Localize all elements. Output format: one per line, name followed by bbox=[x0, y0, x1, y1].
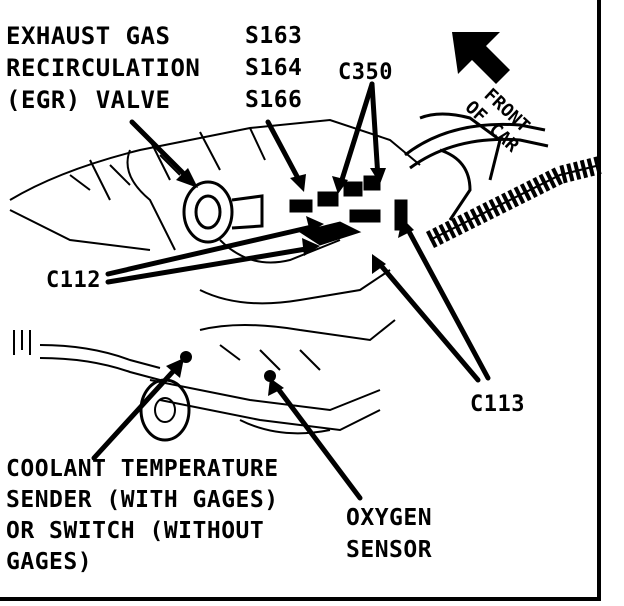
circuit-leader bbox=[265, 119, 303, 185]
coolant-label-line-2: SENDER (WITH GAGES) bbox=[6, 487, 279, 513]
oxygen-label-line-1: OXYGEN bbox=[346, 505, 433, 531]
coolant-sender-label: COOLANT TEMPERATURE SENDER (WITH GAGES) … bbox=[6, 454, 279, 578]
splice-label: S163 S164 S166 bbox=[245, 20, 302, 116]
c112-label: C112 bbox=[46, 268, 101, 293]
front-arrow-icon bbox=[452, 32, 510, 84]
coolant-label-line-3: OR SWITCH (WITHOUT bbox=[6, 518, 265, 544]
leader-lines bbox=[91, 81, 491, 501]
egr-valve-body bbox=[182, 180, 264, 244]
connector-cluster bbox=[289, 175, 408, 246]
egr-leader bbox=[129, 119, 193, 183]
c113-label: C113 bbox=[470, 392, 525, 417]
splice-s164: S164 bbox=[245, 55, 303, 81]
splice-s163: S163 bbox=[245, 23, 303, 49]
splice-s166: S166 bbox=[245, 87, 303, 113]
c350-leader-right bbox=[369, 81, 381, 181]
coolant-leader bbox=[91, 363, 181, 461]
c350-label: C350 bbox=[338, 60, 393, 85]
oxygen-leader bbox=[273, 383, 363, 501]
oxygen-sensor-label: OXYGEN SENSOR bbox=[346, 502, 432, 566]
c350-leader-left bbox=[337, 81, 375, 189]
diagram-frame bbox=[0, 0, 601, 601]
c112-leader-lower bbox=[105, 245, 315, 285]
wiring-harness bbox=[404, 112, 603, 249]
egr-label-line-2: RECIRCULATION bbox=[6, 54, 201, 82]
coolant-label-line-4: GAGES) bbox=[6, 549, 93, 575]
egr-valve-label: EXHAUST GAS RECIRCULATION (EGR) VALVE bbox=[6, 20, 200, 116]
c113-leader-upper bbox=[403, 223, 491, 381]
c113-leader-lower bbox=[375, 259, 481, 383]
egr-label-line-1: EXHAUST GAS bbox=[6, 22, 171, 50]
arrowheads bbox=[166, 168, 414, 396]
coolant-label-line-1: COOLANT TEMPERATURE bbox=[6, 456, 279, 482]
sensor-points bbox=[180, 351, 276, 382]
oxygen-label-line-2: SENSOR bbox=[346, 537, 433, 563]
c112-leader-upper bbox=[105, 223, 319, 277]
engine-block bbox=[9, 118, 421, 305]
left-hose bbox=[13, 330, 161, 381]
egr-label-line-3: (EGR) VALVE bbox=[6, 86, 171, 114]
